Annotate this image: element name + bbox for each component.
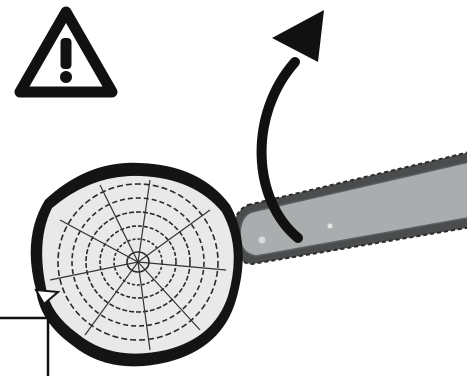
radial-cracks bbox=[49, 179, 227, 351]
bark-notch bbox=[34, 288, 61, 306]
warning-triangle-icon bbox=[14, 6, 118, 98]
curved-arrow-icon bbox=[256, 10, 324, 243]
log-cross-section bbox=[30, 162, 243, 367]
reference-line bbox=[0, 312, 50, 376]
growth-rings bbox=[57, 183, 219, 341]
